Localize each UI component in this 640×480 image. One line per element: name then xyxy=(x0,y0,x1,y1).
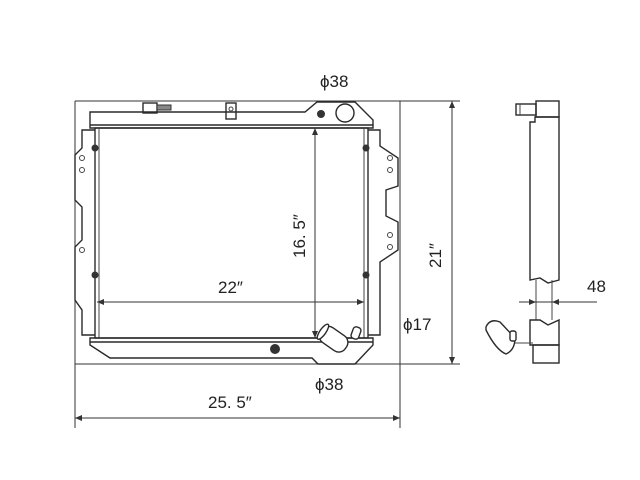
radiator-core xyxy=(94,127,369,339)
right-side-bracket xyxy=(368,129,399,336)
overall-height-label: 21″ xyxy=(426,243,445,268)
overall-width-label: 25. 5″ xyxy=(208,393,252,412)
drain-plug-icon xyxy=(270,344,280,354)
front-view: ϕ38 22″ 16. 5″ 21″ ϕ17 ϕ38 25. 5″ xyxy=(74,72,460,428)
small-pipe-diameter-label: ϕ17 xyxy=(403,315,431,334)
thickness-label: 48 xyxy=(587,277,606,296)
side-view: 48 xyxy=(485,100,606,364)
side-bottom-tank xyxy=(532,344,560,364)
side-bottom-section xyxy=(529,318,560,346)
left-side-bracket xyxy=(74,129,95,336)
bolt-icon xyxy=(317,110,325,118)
side-outlet-pipe xyxy=(485,320,516,355)
core-height-label: 16. 5″ xyxy=(290,214,309,258)
top-tank xyxy=(89,101,374,129)
outlet-pipe xyxy=(316,323,349,353)
side-core xyxy=(529,116,560,284)
bottom-tank xyxy=(89,337,374,365)
inlet-diameter-label: ϕ38 xyxy=(320,72,348,91)
small-pipe xyxy=(350,326,362,340)
filler-cap-icon xyxy=(335,103,355,123)
core-width-label: 22″ xyxy=(218,278,243,297)
side-top-tank xyxy=(535,100,560,118)
side-filler-neck xyxy=(515,103,537,116)
outlet-diameter-label: ϕ38 xyxy=(315,375,343,394)
top-tab xyxy=(225,102,237,120)
